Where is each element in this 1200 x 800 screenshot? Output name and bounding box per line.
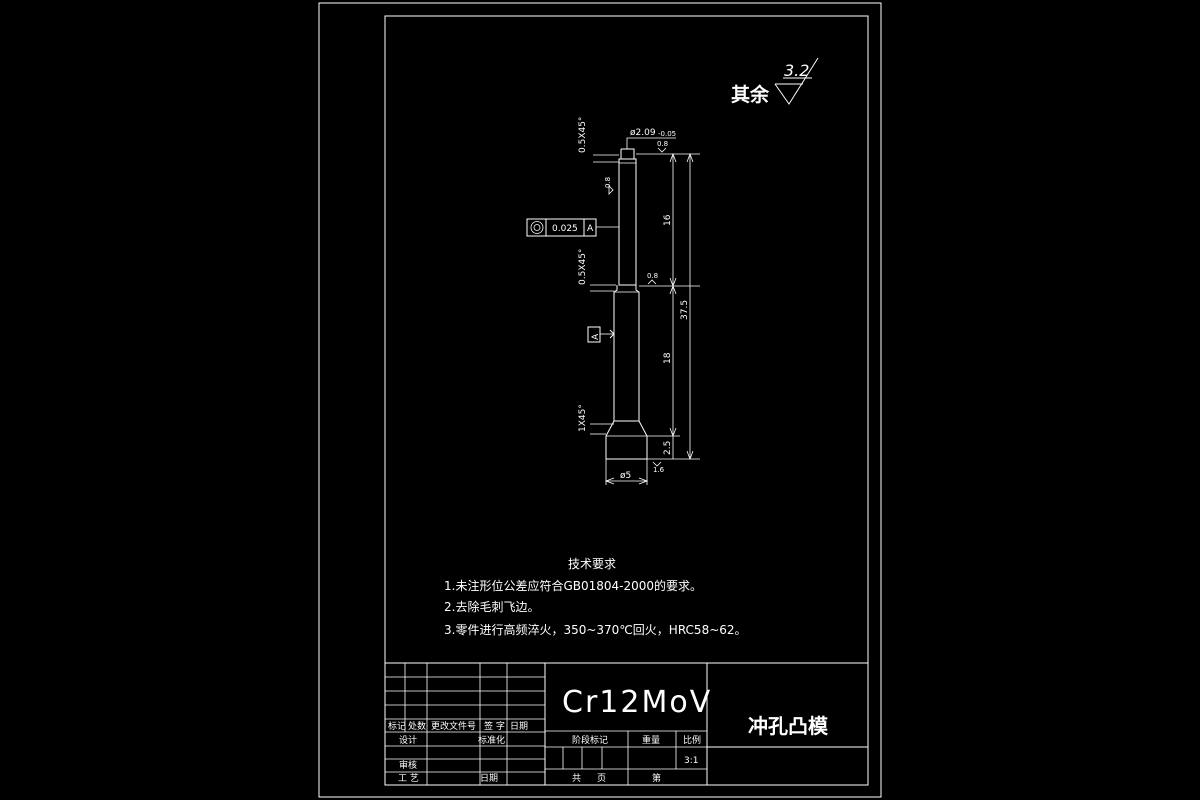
tech-req-heading: 技术要求 [568,557,616,571]
roughness-symbol [774,57,819,105]
label-standardization: 标准化 [478,734,505,746]
technical-requirements: 技术要求 1.未注形位公差应符合GB01804-2000的要求。 2.去除毛刺飞… [444,557,747,637]
dim-len-2-5: 2.5 [663,441,673,455]
tech-req-item-2: 2.去除毛刺飞边。 [444,599,539,614]
scale-value: 3:1 [684,756,698,766]
outer-frame [318,2,882,798]
dimension-lines [526,137,700,485]
dim-len-18: 18 [663,352,673,364]
dim-len-37-5: 37.5 [680,300,690,320]
rev-header-mark: 标记 [388,720,406,732]
dim-tip-tolerance: -0.05 [658,130,676,138]
dim-mid-chamfer: 0.5X45° [578,249,588,285]
rev-header-date: 日期 [510,721,528,732]
label-sheet: 页 [597,773,606,784]
label-process: 工 艺 [398,773,419,784]
coaxiality-value: 0.025 [552,224,578,234]
datum-label: A [591,333,601,340]
label-scale: 比例 [683,734,701,746]
label-review: 审核 [399,759,417,771]
label-design: 设计 [399,734,417,746]
dim-rough-16: 1.6 [653,466,665,474]
dim-len-16: 16 [663,214,673,226]
dim-rough-08-b: 0.8 [604,177,612,188]
dim-head-diameter: ø5 [620,471,631,481]
tech-req-item-3: 3.零件进行高频淬火，350~370℃回火，HRC58~62。 [444,622,747,637]
rev-header-sign: 签 字 [484,720,505,732]
dim-rough-08-a: 0.8 [657,140,668,148]
dim-tip-diameter: ø2.09 [630,128,656,138]
label-weight: 重量 [642,734,660,746]
drawing-border [384,15,869,786]
head-outline [605,420,648,460]
roughness-prefix: 其余 [731,83,770,106]
lower-shank-outline [613,285,640,422]
dim-rough-08-c: 0.8 [647,272,658,280]
tip-outline [620,148,635,160]
tech-req-item-1: 1.未注形位公差应符合GB01804-2000的要求。 [444,578,702,593]
dim-top-chamfer: 0.5X45° [578,117,588,153]
punch-part [605,148,648,460]
coaxiality-ref: A [587,224,594,234]
dim-bottom-chamfer: 1X45° [578,404,588,432]
roughness-value: 3.2 [784,61,809,80]
label-stage-mark: 阶段标记 [572,734,608,746]
rev-header-count: 处数 [408,720,426,732]
label-sheet-total: 共 [572,773,581,784]
label-date: 日期 [480,773,498,784]
default-roughness: 其余 3.2 [731,57,819,106]
rev-header-file: 更改文件号 [431,720,476,732]
label-sheet-no: 第 [652,772,661,784]
upper-shank-outline [618,158,637,286]
title-block [384,662,869,786]
part-name: 冲孔凸模 [748,714,829,738]
material: Cr12MoV [562,685,712,720]
